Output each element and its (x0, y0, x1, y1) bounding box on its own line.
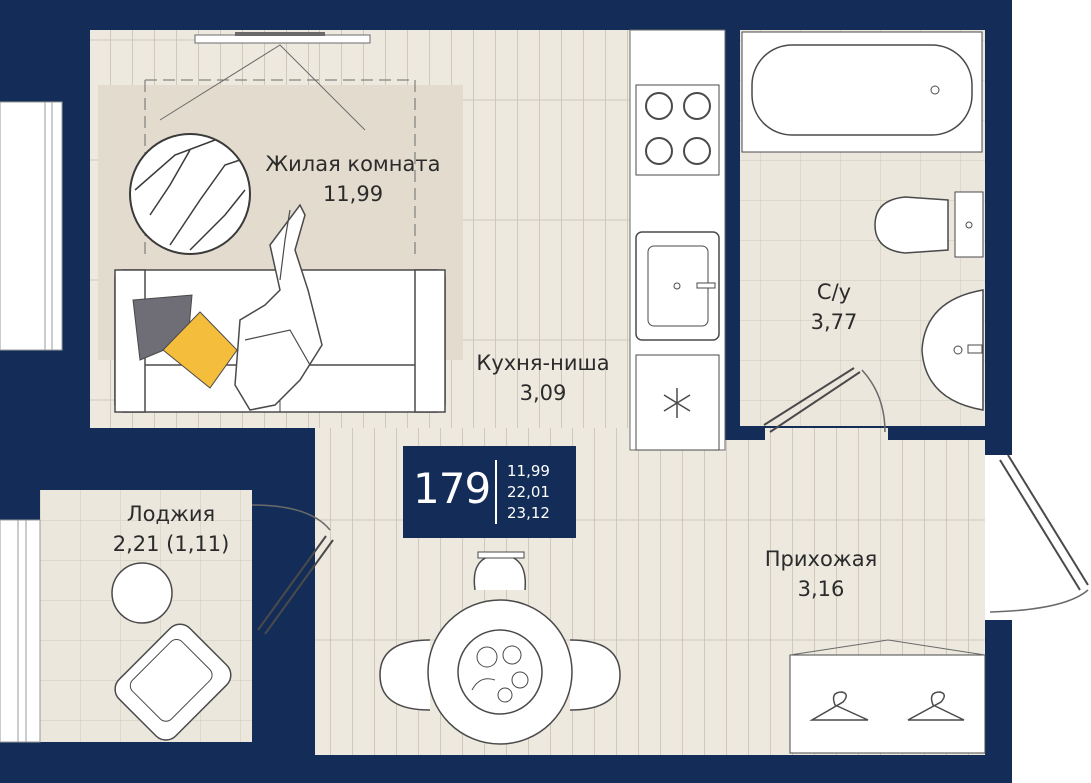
hanger-icon (907, 691, 965, 721)
room-name-living: Жилая комната (265, 152, 441, 176)
bathroom-sink (921, 289, 984, 411)
tv (194, 34, 371, 44)
person (234, 203, 323, 411)
room-name-kitchen: Кухня-ниша (476, 351, 610, 375)
wardrobe (789, 654, 986, 754)
wall-bath-bottom-right (888, 426, 988, 440)
living-area-value: 11,99 (507, 462, 550, 480)
total-area-with-loggia-value: 23,12 (507, 504, 550, 522)
loggia-window (0, 519, 41, 743)
room-area-loggia: 2,21 (1,11) (112, 532, 230, 556)
wall-loggia-right (252, 505, 315, 519)
room-area-kitchen: 3,09 (519, 381, 567, 405)
room-area-bathroom: 3,77 (810, 310, 858, 334)
apartment-number: 179 (413, 464, 491, 513)
hanger-icon (809, 691, 869, 721)
room-name-loggia: Лоджия (126, 502, 216, 526)
outer-walls-right-lower (985, 620, 1012, 783)
loggia-armchair (114, 623, 232, 741)
wall-bath-bottom-left (725, 426, 765, 440)
loggia-table (111, 562, 173, 624)
bathroom-door (769, 371, 861, 433)
entry-door (999, 459, 1081, 591)
outer-walls-right (985, 0, 1012, 455)
dining-table (379, 551, 621, 745)
snowflake-icon (663, 388, 691, 418)
wall-loggia-right-lower (252, 635, 315, 755)
loggia-door (257, 535, 327, 631)
wall-living-bottom (90, 428, 315, 442)
total-area-value: 22,01 (507, 483, 550, 501)
info-divider (495, 460, 497, 524)
coffee-table (129, 133, 251, 255)
kitchen-sink (635, 231, 720, 341)
toilet (874, 191, 984, 258)
room-name-bathroom: С/у (816, 280, 852, 304)
living-window (0, 101, 63, 351)
room-name-hallway: Прихожая (764, 547, 878, 571)
apartment-info-badge: 179 11,99 22,01 23,12 (403, 446, 576, 538)
room-area-living: 11,99 (322, 182, 384, 206)
entry-opening (985, 455, 1012, 620)
room-area-hallway: 3,16 (797, 577, 845, 601)
wall-bath-left (725, 30, 740, 440)
